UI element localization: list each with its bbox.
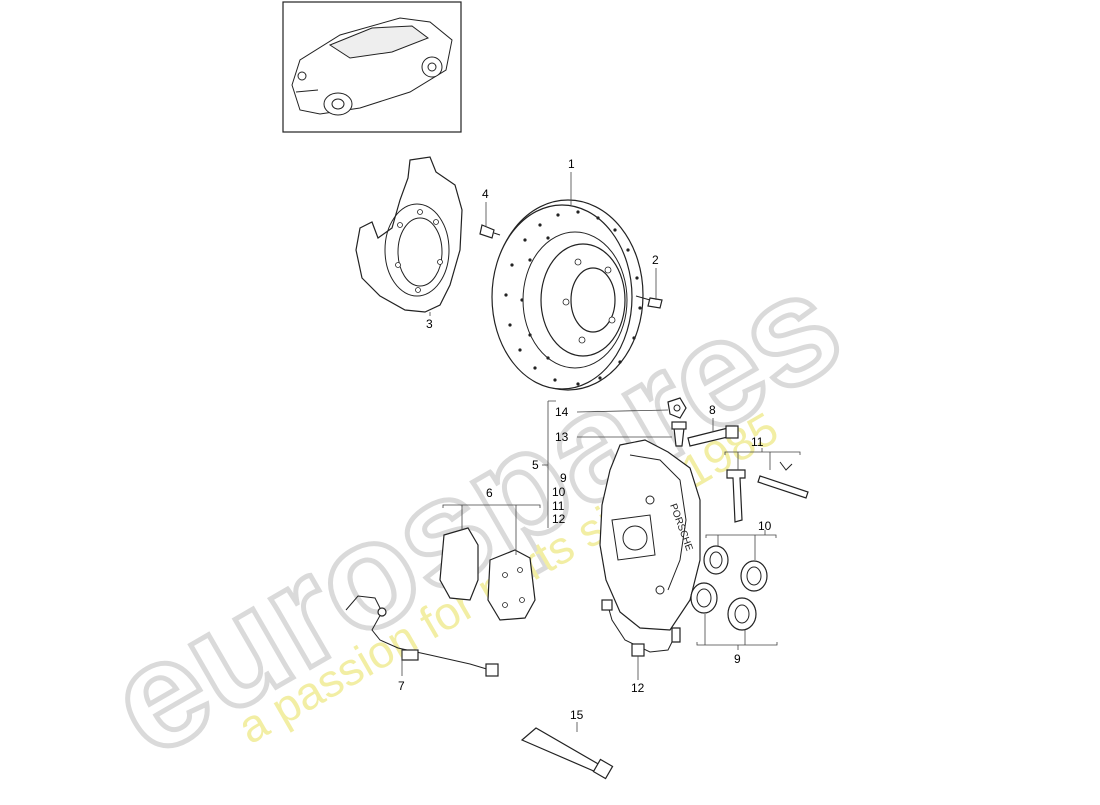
bolt-icon bbox=[671, 421, 687, 447]
vehicle-thumbnail bbox=[282, 1, 462, 133]
bolt-icon bbox=[479, 224, 501, 239]
callout-11-pins: 11 bbox=[751, 435, 764, 449]
callout-10-seals: 10 bbox=[758, 519, 772, 533]
callout-6: 6 bbox=[486, 486, 493, 500]
wear-sensor-icon bbox=[345, 595, 499, 677]
callout-9-list: 9 bbox=[560, 471, 567, 485]
grease-tube-icon bbox=[520, 727, 614, 780]
bolt-icon bbox=[687, 425, 739, 447]
callout-8: 8 bbox=[709, 403, 716, 417]
caliper-icon: PORSCHE bbox=[599, 439, 701, 631]
callout-4: 4 bbox=[482, 187, 489, 201]
callout-7: 7 bbox=[398, 679, 405, 693]
callout-14: 14 bbox=[555, 405, 569, 419]
car-icon bbox=[291, 17, 453, 116]
callout-5: 5 bbox=[532, 458, 539, 472]
callout-1: 1 bbox=[568, 157, 575, 171]
callout-3: 3 bbox=[426, 317, 433, 331]
brake-pad-icon bbox=[439, 527, 536, 621]
leader-lines bbox=[401, 172, 801, 732]
brake-disc-icon bbox=[491, 199, 644, 391]
callout-11-list: 11 bbox=[552, 499, 565, 513]
callout-13: 13 bbox=[555, 430, 569, 444]
dust-shield-icon bbox=[355, 156, 463, 313]
callouts: 1 2 3 4 14 13 8 5 9 10 11 12 6 11 10 9 7… bbox=[398, 157, 772, 722]
callout-10-list: 10 bbox=[552, 485, 566, 499]
seal-ring-icon bbox=[690, 545, 768, 631]
callout-15: 15 bbox=[570, 708, 584, 722]
callout-12-list: 12 bbox=[552, 512, 566, 526]
pin-icon bbox=[726, 461, 809, 523]
bolt-icon bbox=[635, 295, 663, 309]
watermark: eurospares a passion for parts since 198… bbox=[80, 235, 869, 790]
watermark-brand: eurospares bbox=[82, 238, 866, 788]
callout-2: 2 bbox=[652, 253, 659, 267]
clip-icon bbox=[667, 397, 687, 419]
callout-9-seals: 9 bbox=[734, 652, 741, 666]
brake-hose-icon bbox=[601, 599, 681, 657]
callout-12-hose: 12 bbox=[631, 681, 645, 695]
